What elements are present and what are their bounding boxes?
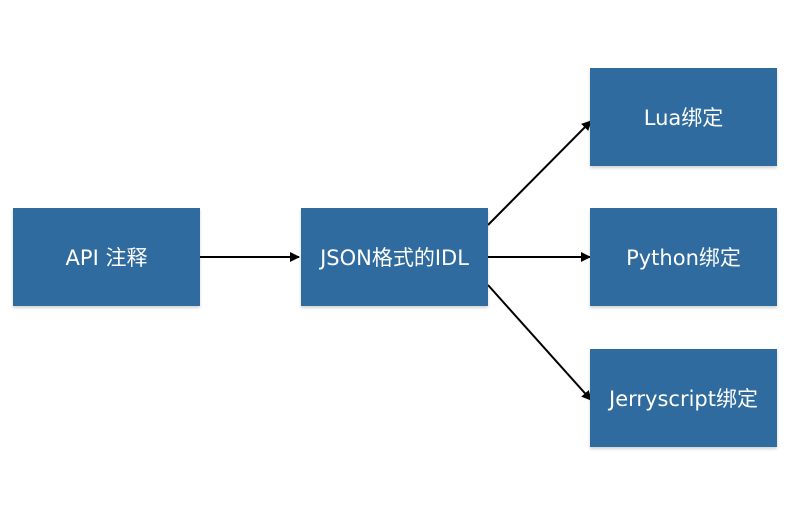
node-json-idl-label: JSON格式的IDL [320,246,469,270]
edge-json-to-lua [487,120,592,226]
node-lua-binding-label: Lua绑定 [643,106,724,130]
node-json-idl: JSON格式的IDL [301,208,488,306]
node-jerryscript-binding-label: Jerryscript绑定 [609,387,758,411]
node-lua-binding: Lua绑定 [590,68,777,166]
node-python-binding-label: Python绑定 [626,246,741,270]
node-api-annotation: API 注释 [13,208,200,306]
node-jerryscript-binding: Jerryscript绑定 [590,349,777,447]
edge-json-to-jerryscript [487,284,592,401]
node-python-binding: Python绑定 [590,208,777,306]
node-api-annotation-label: API 注释 [65,246,148,270]
